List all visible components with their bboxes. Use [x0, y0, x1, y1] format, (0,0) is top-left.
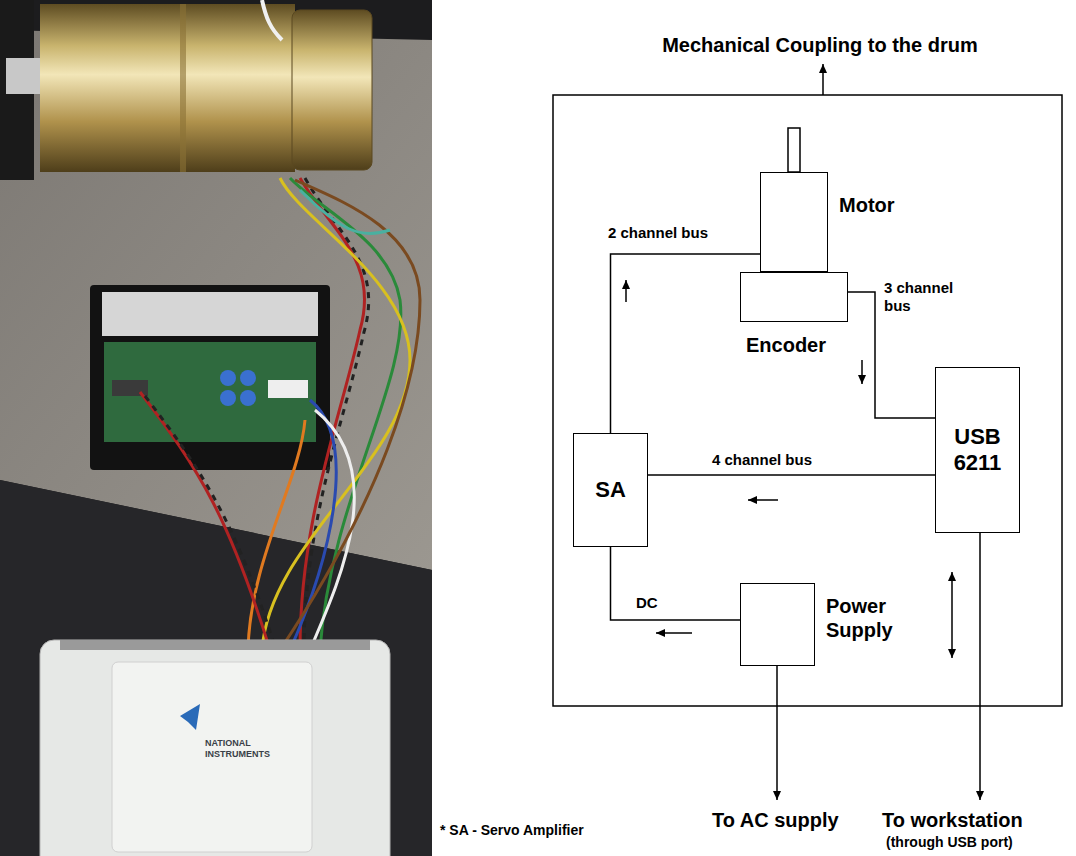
daq-terminals [60, 640, 370, 650]
bidirectional-arrow [951, 572, 953, 658]
node-label: Encoder [746, 333, 826, 357]
bus-label: 2 channel bus [608, 224, 708, 242]
node-label: USB 6211 [943, 424, 1013, 477]
direction-arrow [748, 499, 778, 501]
bus-label: DC [636, 594, 658, 612]
driver-panel [102, 292, 318, 336]
direction-arrow [656, 632, 692, 634]
node-label: Motor [839, 193, 895, 217]
motor-end-cap [292, 10, 372, 170]
annotation: To AC supply [712, 808, 839, 832]
equipment-photo [0, 0, 432, 856]
potentiometer [220, 390, 236, 406]
bus-connector [648, 474, 935, 476]
motor-shaft [788, 128, 800, 172]
ac-arrow [776, 666, 778, 800]
driver-pcb [104, 342, 316, 442]
motor-ring [180, 4, 186, 172]
potentiometer [220, 370, 236, 386]
bus-label: 3 channel bus [884, 279, 974, 315]
coupling-arrow [822, 64, 824, 95]
node-label: SA [595, 477, 626, 503]
usb-arrow [979, 533, 981, 800]
component-box: Motor [760, 172, 828, 272]
daq-panel [112, 662, 312, 852]
wire-bundle [140, 178, 420, 650]
driver-case [90, 285, 330, 470]
motor-body [40, 4, 295, 172]
daq-device [40, 640, 390, 856]
potentiometer [240, 370, 256, 386]
annotation: * SA - Servo Amplifier [440, 822, 584, 839]
annotation: To workstation [882, 808, 1023, 832]
bus-label: 4 channel bus [712, 451, 812, 469]
annotation: (through USB port) [886, 834, 1013, 851]
component-box: Power Supply [740, 583, 815, 666]
potentiometer [240, 390, 256, 406]
component-box: SA [573, 433, 648, 547]
bus-connector [611, 547, 741, 620]
connector [268, 380, 308, 398]
device-brand: NATIONAL INSTRUMENTS [205, 738, 277, 760]
ni-logo [180, 704, 200, 730]
direction-arrow [625, 280, 627, 302]
component-box: Encoder [740, 272, 848, 322]
annotation: Mechanical Coupling to the drum [567, 33, 1073, 57]
component-box: USB 6211 [935, 367, 1020, 533]
direction-arrow [861, 360, 863, 384]
system-boundary [553, 95, 1062, 706]
bus-connector [611, 254, 761, 433]
cable [262, 0, 282, 40]
node-label: Power Supply [826, 594, 906, 642]
